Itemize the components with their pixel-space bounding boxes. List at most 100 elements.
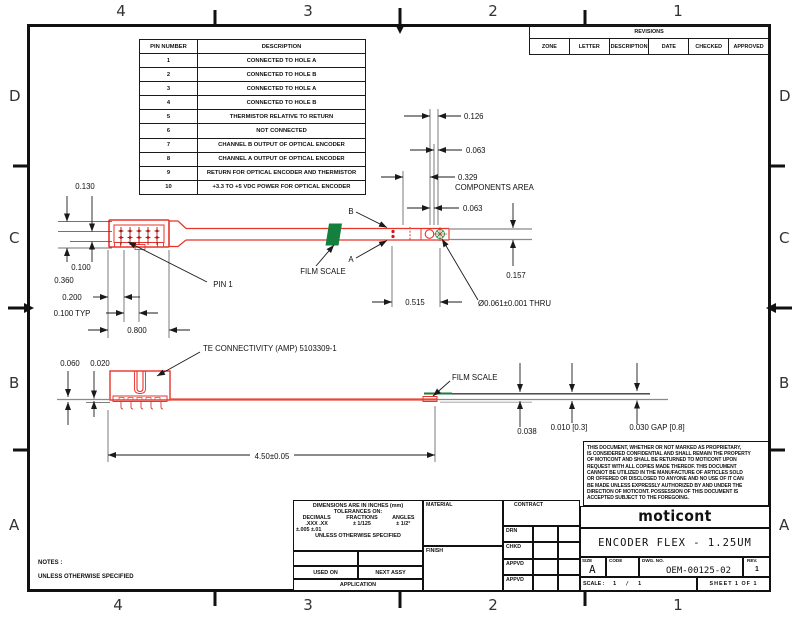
decimals-values: .XXX .XX bbox=[305, 521, 328, 527]
thru-hole-label: Ø0.061±0.001 THRU bbox=[478, 299, 551, 308]
decimals-tolerance: ±.005 ±.01 bbox=[296, 527, 322, 533]
zone-col-label: 1 bbox=[673, 596, 683, 614]
next-assy-label: NEXT ASSY bbox=[358, 566, 423, 579]
revisions-table: REVISIONS ZONE LETTER DESCRIPTION DATE C… bbox=[529, 25, 769, 55]
appvd-label-cell: APPVD bbox=[503, 558, 533, 575]
chkd-name-cell bbox=[533, 542, 558, 559]
rev-value: 1 bbox=[755, 566, 759, 573]
pin-number-header: PIN NUMBER bbox=[139, 39, 198, 54]
top-view-dimension-labels: 0.130 0.100 0.360 0.200 0.100 TYP 0.800 … bbox=[54, 112, 552, 335]
film-scale-patch bbox=[325, 223, 342, 246]
scale-cell: SCALE : 1 / 1 bbox=[580, 577, 697, 591]
dim-0157: 0.157 bbox=[506, 271, 526, 280]
side-view-flex bbox=[57, 392, 668, 403]
top-view-flex-strip bbox=[186, 223, 532, 246]
table-header-row: PIN NUMBER DESCRIPTION bbox=[139, 39, 366, 54]
material-cell: MATERIAL bbox=[423, 500, 503, 546]
sheet-cell: SHEET 1 OF 1 bbox=[697, 577, 770, 591]
top-view-connector bbox=[108, 219, 187, 250]
dim-0360: 0.360 bbox=[54, 276, 74, 285]
dims-note: DIMENSIONS ARE IN INCHES (mm) bbox=[312, 503, 404, 509]
code-cell: CODE bbox=[606, 557, 639, 577]
proprietary-line: OR OFFERED OR DISCLOSED TO ANYONE AND NO… bbox=[587, 476, 744, 483]
zone-col-label: 2 bbox=[488, 2, 498, 20]
dwg-no-label: DWG. NO. bbox=[642, 558, 664, 563]
side-view-connector bbox=[109, 370, 171, 410]
decimals-label: DECIMALS bbox=[302, 515, 331, 521]
chkd-date-cell bbox=[558, 542, 580, 559]
zone-row-label: A bbox=[779, 516, 790, 534]
scale-label: SCALE : bbox=[583, 581, 605, 587]
appvd2-name-cell bbox=[533, 574, 558, 591]
drawing-title: ENCODER FLEX - 1.25UM bbox=[580, 528, 770, 557]
te-connector-label: TE CONNECTIVITY (AMP) 5103309-1 bbox=[203, 344, 337, 353]
contract-cell: CONTRACT bbox=[503, 500, 580, 526]
zone-row-label: A bbox=[9, 516, 20, 534]
zone-row-label: B bbox=[9, 374, 20, 392]
proprietary-line: DIRECTION OF MOTICONT. POSSESSION OF THI… bbox=[587, 488, 739, 495]
size-value: A bbox=[589, 563, 596, 576]
appvd-name-cell bbox=[533, 558, 558, 575]
table-row: ZONE LETTER DESCRIPTION DATE CHECKED APP… bbox=[529, 38, 769, 55]
dim-0038: 0.038 bbox=[517, 427, 537, 436]
dim-0200: 0.200 bbox=[62, 293, 82, 302]
table-row: 10+3.3 TO +5 VDC POWER FOR OPTICAL ENCOD… bbox=[139, 179, 366, 195]
proprietary-line: IS CONSIDERED CONFIDENTIAL AND SHALL REM… bbox=[587, 450, 751, 457]
table-header-row: REVISIONS bbox=[529, 25, 769, 39]
finish-cell: FINISH bbox=[423, 546, 503, 591]
dim-0010-gap: 0.010 [0.3] bbox=[551, 423, 588, 432]
material-label: MATERIAL bbox=[426, 502, 453, 508]
dim-0800: 0.800 bbox=[127, 326, 147, 335]
tolerances-note: TOLERANCES ON: bbox=[333, 509, 383, 515]
dim-450: 4.50±0.05 bbox=[255, 452, 290, 461]
drn-label-cell: DRN bbox=[503, 526, 533, 543]
dim-0060: 0.060 bbox=[60, 359, 80, 368]
dim-0063-lower: 0.063 bbox=[463, 204, 483, 213]
top-view-dimension-lines bbox=[64, 113, 516, 333]
sheet-text: SHEET 1 OF 1 bbox=[709, 581, 758, 587]
appvd-date-cell bbox=[558, 558, 580, 575]
zone-row-label: D bbox=[779, 87, 791, 105]
proprietary-line: BE MADE UNLESS EXPRESSLY AUTHORIZED BY A… bbox=[587, 482, 743, 489]
dim-0020: 0.020 bbox=[90, 359, 110, 368]
zone-row-label: C bbox=[779, 229, 790, 247]
dim-0130: 0.130 bbox=[75, 182, 95, 191]
film-scale-label-top: FILM SCALE bbox=[300, 267, 346, 276]
zone-col-label: 4 bbox=[116, 2, 126, 20]
zone-col-label: 3 bbox=[303, 596, 313, 614]
zone-row-label: B bbox=[779, 374, 790, 392]
next-assy-value-cell bbox=[358, 551, 423, 566]
notes-block: NOTES : UNLESS OTHERWISE SPECIFIED bbox=[38, 556, 134, 584]
used-on-value-cell bbox=[293, 551, 358, 566]
proprietary-line: REQUEST WITH ALL COPIES MADE THEREOF. TH… bbox=[587, 463, 737, 470]
code-label: CODE bbox=[609, 558, 623, 563]
description-header: DESCRIPTION bbox=[197, 39, 366, 54]
finish-label: FINISH bbox=[426, 548, 444, 554]
dwg-no-value: OEM-00125-02 bbox=[666, 566, 732, 576]
side-view-dimension-labels: TE CONNECTIVITY (AMP) 5103309-1 0.060 0.… bbox=[60, 344, 684, 461]
zone-col-label: 3 bbox=[303, 2, 313, 20]
hole-b-dot bbox=[391, 229, 395, 234]
notes-title: NOTES : bbox=[38, 560, 63, 566]
dim-0515: 0.515 bbox=[405, 298, 425, 307]
zone-row-label: C bbox=[9, 229, 20, 247]
application-label: APPLICATION bbox=[293, 579, 423, 591]
proprietary-notice: THIS DOCUMENT, WHETHER OR NOT MARKED AS … bbox=[583, 441, 769, 506]
appvd2-date-cell bbox=[558, 574, 580, 591]
size-cell: SIZE A bbox=[580, 557, 606, 577]
proprietary-line: ACCEPTED SUBJECT TO THE FOREGOING. bbox=[587, 495, 689, 502]
contract-label: CONTRACT bbox=[514, 502, 544, 508]
top-view-pins bbox=[118, 227, 160, 245]
dim-0100: 0.100 bbox=[71, 263, 91, 272]
fractions-label: FRACTIONS bbox=[346, 515, 378, 521]
pin1-label: PIN 1 bbox=[213, 280, 233, 289]
tolerance-block: DIMENSIONS ARE IN INCHES (mm) TOLERANCES… bbox=[293, 500, 423, 551]
